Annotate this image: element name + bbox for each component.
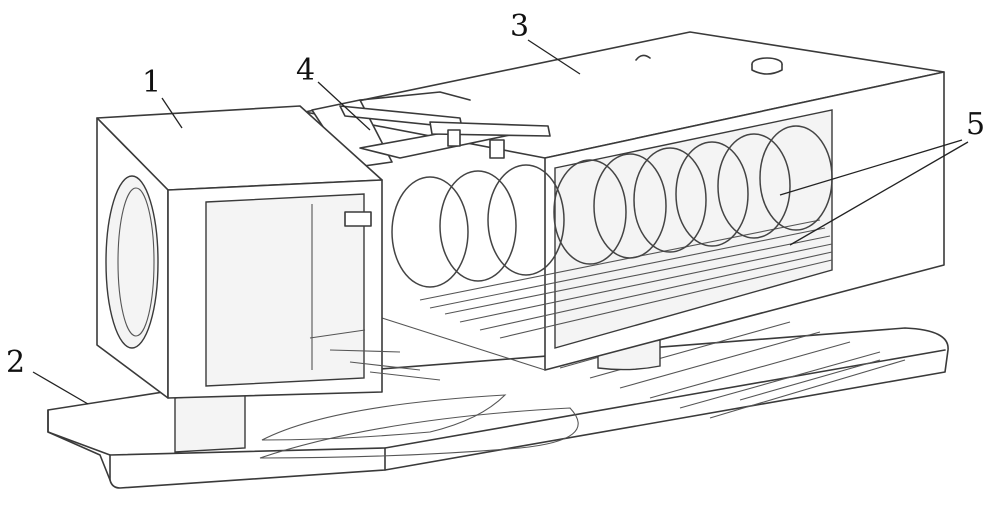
callout-4: 4 — [296, 53, 315, 88]
top-bracket — [311, 91, 551, 169]
internal-grille — [419, 219, 833, 339]
callout-1: 1 — [142, 65, 161, 100]
main-housing — [304, 31, 945, 371]
spiral-coil — [391, 125, 833, 288]
base-ribs — [559, 311, 906, 419]
front-module — [96, 105, 441, 399]
leader-lines — [32, 39, 969, 405]
callout-3: 3 — [510, 9, 529, 44]
callout-2: 2 — [6, 345, 25, 380]
base-plate — [47, 311, 949, 489]
callout-5: 5 — [966, 107, 985, 142]
